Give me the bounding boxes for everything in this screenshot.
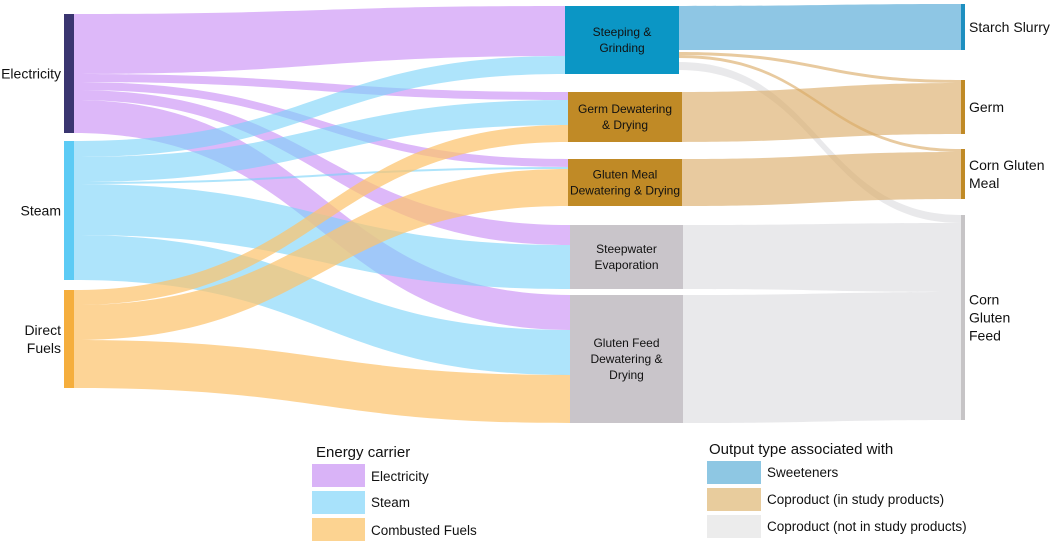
flow-electricity-to-steeping-grinding <box>74 6 565 74</box>
node-corn-gluten-feed <box>961 215 965 420</box>
flow-germ-dewatering-to-germ <box>682 83 961 142</box>
node-gluten-feed-dewatering <box>570 295 683 423</box>
node-electricity <box>64 14 74 133</box>
legend-label-sweeteners: Sweeteners <box>767 465 839 480</box>
legend-energy-carrier-title: Energy carrier <box>316 444 410 461</box>
legend-energy-carrier: Energy carrier Electricity Steam Combust… <box>312 444 477 541</box>
flow-steam-to-germ-dewatering <box>74 100 568 182</box>
node-direct-fuels <box>64 290 74 388</box>
legend-swatch-coproduct-not-in-study <box>707 515 761 538</box>
flow-electricity-to-steepwater-evaporation <box>74 90 570 245</box>
flow-steepwater-evaporation-to-corn-gluten-feed <box>683 223 961 292</box>
flow-steam-to-gluten-meal-dewatering <box>74 167 568 184</box>
node-gluten-meal-dewatering <box>568 159 682 206</box>
legend-output-type-title: Output type associated with <box>709 441 893 458</box>
legend-label-coproduct-not-in-study: Coproduct (not in study products) <box>767 519 967 534</box>
flow-gluten-meal-dewatering-to-corn-gluten-meal <box>682 152 961 206</box>
label-germ: Germ <box>969 99 1004 115</box>
node-steepwater-evaporation <box>570 225 683 289</box>
legend-swatch-combusted-fuels <box>312 518 365 541</box>
flow-steam-to-steeping-grinding <box>74 56 565 157</box>
node-starch-slurry <box>961 4 965 50</box>
flow-steeping-grinding-to-corn-gluten-feed <box>679 62 961 223</box>
flow-direct-fuels-to-germ-dewatering <box>74 125 568 305</box>
node-germ-dewatering <box>568 92 682 142</box>
legend-output-type: Output type associated with Sweeteners C… <box>707 441 967 538</box>
node-steam <box>64 141 74 280</box>
flow-direct-fuels-to-gluten-meal-dewatering <box>74 169 568 340</box>
legend-label-coproduct-in-study: Coproduct (in study products) <box>767 492 944 507</box>
flow-links <box>74 4 961 423</box>
node-germ <box>961 80 965 134</box>
node-corn-gluten-meal <box>961 149 965 199</box>
legend-label-combusted-fuels: Combusted Fuels <box>371 523 477 538</box>
legend-swatch-steam <box>312 491 365 514</box>
label-steeping-grinding: Steeping &Grinding <box>593 25 652 55</box>
label-steam: Steam <box>21 202 61 218</box>
label-starch-slurry: Starch Slurry <box>969 19 1050 35</box>
legend-swatch-electricity <box>312 464 365 487</box>
label-electricity: Electricity <box>1 65 61 81</box>
flow-direct-fuels-to-gluten-feed-dewatering <box>74 340 570 423</box>
legend-swatch-sweeteners <box>707 461 761 484</box>
flow-steeping-grinding-to-germ <box>679 52 961 83</box>
node-steeping-grinding <box>565 6 679 74</box>
legend-label-electricity: Electricity <box>371 469 429 484</box>
flow-steam-to-gluten-feed-dewatering <box>74 235 570 375</box>
flow-gluten-feed-dewatering-to-corn-gluten-feed <box>683 292 961 423</box>
flow-steeping-grinding-to-starch-slurry <box>679 4 961 50</box>
legend-label-steam: Steam <box>371 495 410 510</box>
legend-swatch-coproduct-in-study <box>707 488 761 511</box>
flow-electricity-to-germ-dewatering <box>74 74 568 100</box>
diagram-nodes <box>64 4 965 423</box>
flow-electricity-to-gluten-meal-dewatering <box>74 82 568 167</box>
label-germ-dewatering: Germ Dewatering& Drying <box>578 102 672 132</box>
